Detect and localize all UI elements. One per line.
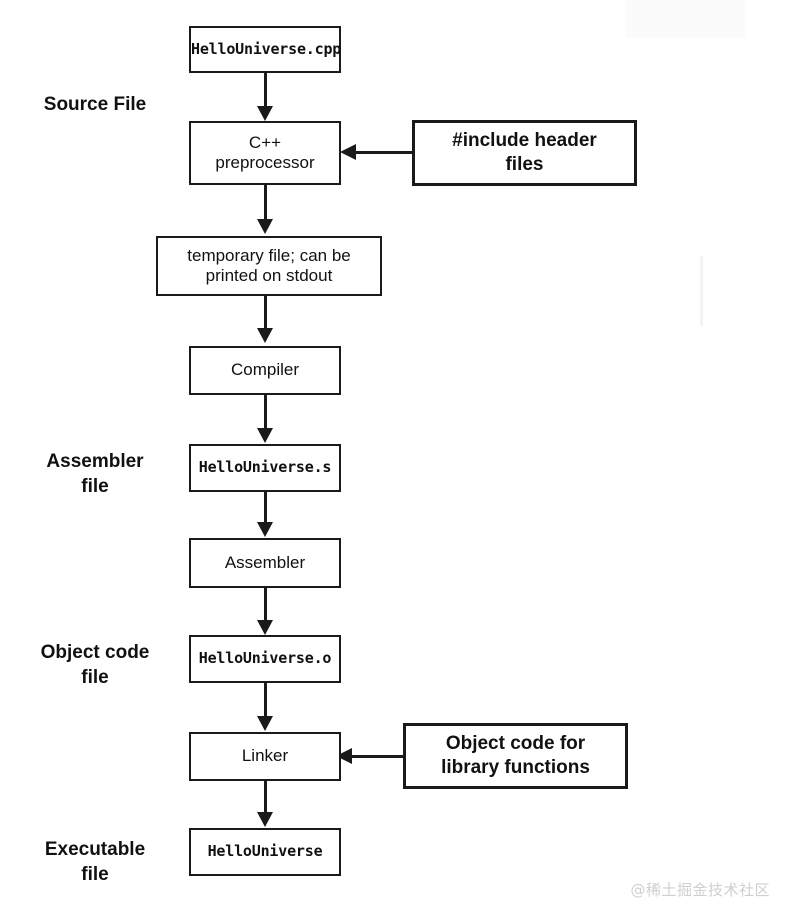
node-label: HelloUniverse.s	[198, 458, 332, 477]
arrowhead-icon	[257, 219, 273, 234]
node-assembler[interactable]: Assembler	[189, 538, 341, 588]
node-linker[interactable]: Linker	[189, 732, 341, 781]
node-label: HelloUniverse	[207, 842, 323, 861]
background-ghost-shape	[660, 256, 703, 326]
node-label: Assembler	[224, 552, 306, 572]
node-cpp-preprocessor[interactable]: C++preprocessor	[189, 121, 341, 185]
connector-line	[263, 296, 267, 330]
connector-line	[263, 73, 267, 111]
node-label: HelloUniverse.o	[198, 649, 332, 668]
arrowhead-icon	[257, 522, 273, 537]
caption-text: Source File	[43, 94, 147, 115]
connector-line	[263, 185, 267, 223]
node-label: Compiler	[230, 360, 300, 380]
node-label: Linker	[241, 746, 289, 766]
arrowhead-icon	[257, 620, 273, 635]
connector-line	[348, 755, 404, 758]
connector-line	[263, 683, 267, 717]
arrowhead-icon	[257, 716, 273, 731]
node-hellouniverse-o[interactable]: HelloUniverse.o	[189, 635, 341, 683]
node-hellouniverse-s[interactable]: HelloUniverse.s	[189, 444, 341, 492]
node-label: C++preprocessor	[215, 132, 315, 172]
arrowhead-icon	[257, 328, 273, 343]
watermark: @稀土掘金技术社区	[630, 881, 770, 899]
connector-line	[263, 781, 267, 815]
node-hellouniverse[interactable]: HelloUniverse	[189, 828, 341, 876]
background-ghost-shape	[626, 0, 746, 38]
node-compiler[interactable]: Compiler	[189, 346, 341, 395]
arrowhead-icon	[257, 812, 273, 827]
arrowhead-icon	[257, 428, 273, 443]
arrowhead-icon	[257, 106, 273, 121]
connector-line	[350, 151, 413, 154]
connector-line	[263, 588, 267, 624]
node-label: HelloUniverse.cpp	[191, 39, 342, 58]
caption-source-file: Source File	[20, 93, 170, 118]
arrowhead-icon	[340, 144, 356, 160]
connector-line	[263, 395, 267, 431]
connector-line	[263, 492, 267, 526]
node-hellouniverse-cpp[interactable]: HelloUniverse.cpp	[189, 26, 341, 73]
